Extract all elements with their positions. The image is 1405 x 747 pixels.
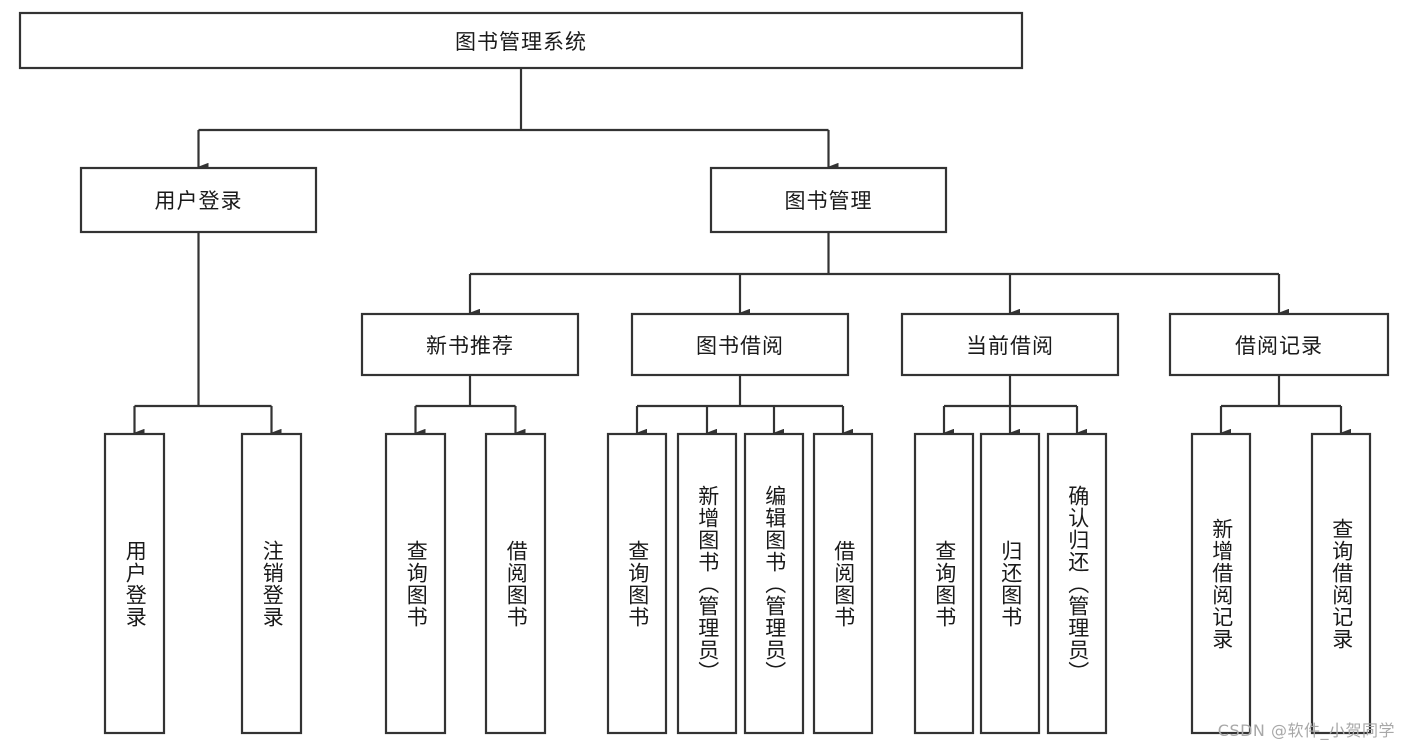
leaf-box-4[interactable] bbox=[606, 432, 668, 735]
branch-box-0[interactable] bbox=[79, 166, 318, 234]
leaf-box-5[interactable] bbox=[676, 432, 738, 735]
subbranch-box-3[interactable] bbox=[1168, 312, 1390, 377]
leaf-box-11[interactable] bbox=[1190, 432, 1252, 735]
leaf-box-10[interactable] bbox=[1046, 432, 1108, 735]
branch-box-1[interactable] bbox=[709, 166, 948, 234]
leaf-box-0[interactable] bbox=[103, 432, 166, 735]
leaf-box-8[interactable] bbox=[913, 432, 975, 735]
watermark: CSDN @软件_小贺同学 bbox=[1217, 721, 1395, 740]
subbranch-box-1[interactable] bbox=[630, 312, 850, 377]
leaf-box-9[interactable] bbox=[979, 432, 1041, 735]
leaf-box-12[interactable] bbox=[1310, 432, 1372, 735]
root-box-0[interactable] bbox=[18, 11, 1024, 70]
leaf-box-3[interactable] bbox=[484, 432, 547, 735]
subbranch-box-2[interactable] bbox=[900, 312, 1120, 377]
subbranch-box-0[interactable] bbox=[360, 312, 580, 377]
leaf-box-6[interactable] bbox=[743, 432, 805, 735]
leaf-box-2[interactable] bbox=[384, 432, 447, 735]
node-layer bbox=[18, 11, 1390, 735]
connector-layer bbox=[133, 68, 1351, 438]
leaf-box-1[interactable] bbox=[240, 432, 303, 735]
leaf-box-7[interactable] bbox=[812, 432, 874, 735]
